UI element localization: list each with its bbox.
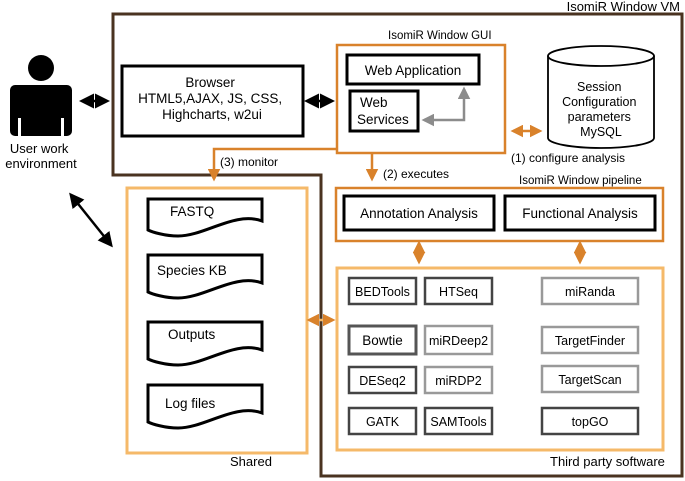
browser-label: Browser HTML5,AJAX, JS, CSS, Highcharts,… bbox=[138, 75, 286, 122]
database-label: Session Configuration parameters MySQL bbox=[562, 80, 640, 139]
tool-targetfinder: TargetFinder bbox=[540, 325, 640, 355]
web-services-box bbox=[348, 89, 420, 133]
vm-boundary bbox=[111, 12, 684, 478]
svg-text:miRDeep2: miRDeep2 bbox=[429, 334, 488, 348]
configure-label: (1) configure analysis bbox=[511, 151, 625, 165]
document-fastq: FASTQ bbox=[146, 197, 264, 238]
document-species-kb: Species KB bbox=[146, 253, 264, 300]
svg-text:BEDTools: BEDTools bbox=[355, 285, 410, 299]
svg-text:FASTQ: FASTQ bbox=[170, 204, 214, 219]
vm-title: IsomiR Window VM bbox=[567, 0, 680, 14]
monitor-arrow bbox=[207, 147, 337, 182]
svg-text:Outputs: Outputs bbox=[168, 327, 216, 342]
tool-bedtools: BEDTools bbox=[347, 276, 418, 306]
executes-label: (2) executes bbox=[383, 167, 449, 181]
svg-text:TargetScan: TargetScan bbox=[558, 373, 621, 387]
user-label: User work environment bbox=[5, 141, 77, 171]
svg-text:miRanda: miRanda bbox=[565, 285, 615, 299]
document-outputs: Outputs bbox=[146, 320, 264, 367]
functional-analysis-box bbox=[503, 194, 657, 232]
pipeline-title: IsomiR Window pipeline bbox=[519, 175, 642, 187]
svg-text:HTSeq: HTSeq bbox=[439, 285, 478, 299]
tool-samtools: SAMTools bbox=[423, 406, 494, 436]
services-app-arrow bbox=[421, 86, 471, 127]
tool-topgo: topGO bbox=[540, 406, 640, 436]
annotation-analysis-box bbox=[342, 194, 496, 232]
svg-text:TargetFinder: TargetFinder bbox=[555, 334, 625, 348]
tool-targetscan: TargetScan bbox=[540, 364, 640, 394]
browser-box bbox=[120, 64, 305, 138]
svg-text:SAMTools: SAMTools bbox=[430, 415, 486, 429]
shared-label: Shared bbox=[230, 454, 272, 469]
svg-text:GATK: GATK bbox=[366, 415, 400, 429]
web-services-label: Web Services bbox=[357, 95, 409, 127]
svg-text:topGO: topGO bbox=[572, 415, 609, 429]
svg-text:miRDP2: miRDP2 bbox=[435, 374, 482, 388]
web-application-box bbox=[345, 53, 481, 86]
svg-text:Log files: Log files bbox=[165, 396, 216, 411]
web-application-label: Web Application bbox=[365, 63, 462, 78]
monitor-label: (3) monitor bbox=[220, 155, 278, 169]
svg-text:Bowtie: Bowtie bbox=[362, 333, 403, 348]
document-log-files: Log files bbox=[146, 383, 264, 430]
user-shared-arrow bbox=[69, 192, 113, 248]
gui-title: IsomiR Window GUI bbox=[388, 30, 492, 42]
svg-text:Species KB: Species KB bbox=[157, 263, 227, 278]
tool-mirdeep2: miRDeep2 bbox=[423, 324, 494, 356]
tool-htseq: HTSeq bbox=[423, 276, 494, 306]
tool-miranda: miRanda bbox=[540, 276, 640, 306]
tool-deseq2: DESeq2 bbox=[347, 365, 418, 395]
tool-mirdp2: miRDP2 bbox=[423, 365, 494, 395]
database-cylinder bbox=[547, 45, 655, 149]
svg-text:DESeq2: DESeq2 bbox=[359, 374, 406, 388]
user-icon bbox=[10, 55, 72, 136]
tool-bowtie: Bowtie bbox=[347, 324, 418, 356]
third-party-label: Third party software bbox=[550, 454, 665, 469]
tool-gatk: GATK bbox=[347, 406, 418, 436]
annotation-analysis-label: Annotation Analysis bbox=[360, 206, 478, 221]
functional-analysis-label: Functional Analysis bbox=[522, 206, 638, 221]
